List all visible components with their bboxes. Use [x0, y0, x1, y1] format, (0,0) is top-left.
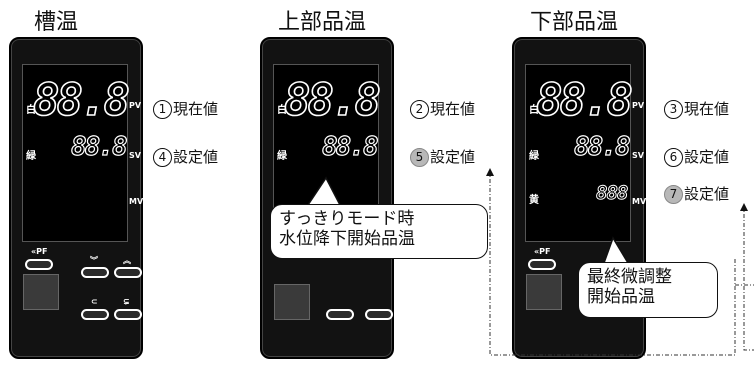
title-upper-product-temp: 上部品温 [278, 10, 367, 35]
callout-sukkiri-mode: すっきりモード時 水位降下開始品温 [270, 204, 488, 259]
display-screen: 88.8 白 緑 88.8 [22, 64, 131, 242]
pf-label: «PF [534, 247, 551, 256]
display-screen: 88.8 白 緑 88.8 黄 888 [525, 64, 634, 242]
mv-display: 888 [595, 182, 628, 205]
green-label: 緑 [277, 151, 287, 162]
white-label: 白 [529, 105, 539, 116]
sv-display: 88.8 [573, 131, 631, 162]
callout-sukkiri-line1: すっきりモード時 [279, 209, 415, 229]
main-square-button[interactable] [526, 274, 562, 310]
loop2-button[interactable] [114, 309, 142, 320]
pv-display: 88.8 [535, 74, 634, 127]
up-button[interactable] [114, 267, 142, 278]
main-square-button[interactable] [23, 274, 59, 310]
pf-label: «PF [31, 247, 48, 256]
loop1-label: ⊂ [91, 297, 98, 306]
pv-display: 88.8 [32, 74, 131, 127]
sv-indicator: SV [129, 151, 141, 160]
mv-indicator: MV [632, 197, 647, 206]
callout-final-line2: 開始品温 [587, 287, 655, 307]
pv-display: 88.8 [283, 74, 382, 127]
controller-tank: 88.8 白 緑 88.8 PV SV MV «PF ︾ ︽ ⊂ ⊊ [9, 37, 143, 359]
mv-indicator: MV [129, 197, 144, 206]
white-label: 白 [26, 105, 36, 116]
green-label: 緑 [26, 151, 36, 162]
pf-button[interactable] [528, 259, 556, 270]
down-button[interactable] [81, 267, 109, 278]
loop1-button[interactable] [81, 309, 109, 320]
sv-display: 88.8 [321, 131, 379, 162]
sv-indicator: SV [632, 151, 644, 160]
pf-button[interactable] [25, 259, 53, 270]
pv-indicator: PV [632, 101, 645, 110]
yellow-label: 黄 [529, 195, 539, 206]
loop2-label: ⊊ [123, 297, 130, 306]
title-tank-temp: 槽温 [34, 10, 79, 35]
loop1-button[interactable] [326, 309, 354, 320]
loop2-button[interactable] [365, 309, 393, 320]
pv-indicator: PV [129, 101, 142, 110]
callout-sukkiri-line2: 水位降下開始品温 [279, 229, 415, 249]
callout-final-line1: 最終微調整 [587, 267, 672, 287]
main-square-button[interactable] [274, 284, 310, 320]
white-label: 白 [277, 105, 287, 116]
down-label: ︾ [90, 256, 98, 265]
sv-display: 88.8 [70, 131, 128, 162]
up-label: ︽ [123, 256, 131, 265]
title-lower-product-temp: 下部品温 [530, 10, 619, 35]
callout-final-adjust: 最終微調整 開始品温 [578, 262, 718, 318]
green-label: 緑 [529, 151, 539, 162]
